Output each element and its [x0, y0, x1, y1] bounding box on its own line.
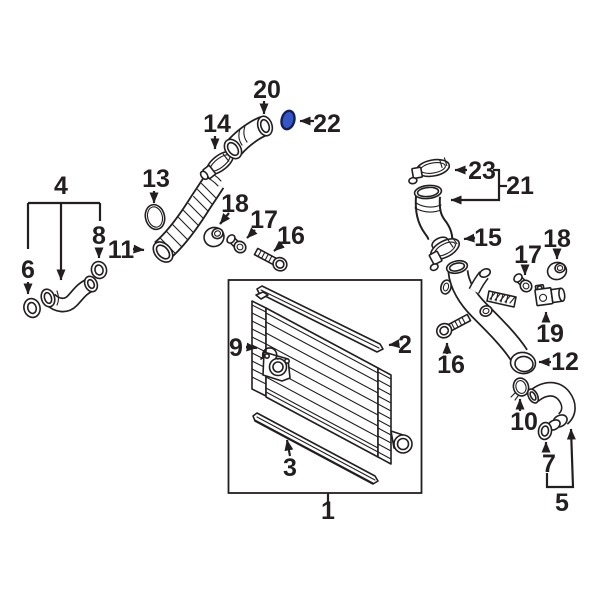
callout-16R[interactable]: 16: [437, 342, 465, 379]
callout-label-18R[interactable]: 18: [543, 225, 571, 253]
bolt-16-left: [253, 247, 288, 272]
callout-19[interactable]: 19: [536, 311, 564, 348]
callout-6[interactable]: 6: [21, 256, 35, 295]
callout-label-1[interactable]: 1: [321, 497, 335, 525]
callout-2-leader: [388, 339, 400, 349]
upper-trim-strip: [256, 285, 384, 353]
callout-16L[interactable]: 16: [273, 222, 305, 252]
callout-5-leader: [545, 428, 576, 489]
callout-label-3[interactable]: 3: [283, 454, 297, 482]
callout-16L-leader: [273, 240, 285, 252]
callout-label-12[interactable]: 12: [551, 348, 579, 376]
o-ring-6: [23, 297, 41, 319]
callout-label-14[interactable]: 14: [203, 110, 231, 138]
callout-17R[interactable]: 17: [514, 241, 542, 276]
corrugated-air-hose: [152, 170, 225, 263]
callout-7[interactable]: 7: [541, 441, 556, 478]
retaining-clip: [260, 347, 279, 360]
callout-4[interactable]: 4: [26, 172, 102, 281]
callout-3[interactable]: 3: [283, 439, 297, 482]
callout-label-20[interactable]: 20: [253, 76, 281, 104]
callout-10[interactable]: 10: [510, 398, 538, 436]
sensor-19: [534, 284, 566, 307]
callout-label-17L[interactable]: 17: [250, 206, 278, 234]
gasket-ring: [144, 203, 166, 231]
callout-label-22[interactable]: 22: [313, 110, 341, 138]
callout-17L-leader: [246, 227, 258, 239]
callout-12[interactable]: 12: [538, 348, 579, 376]
elbow-pipe-20: [223, 115, 274, 160]
callout-2[interactable]: 2: [388, 331, 412, 359]
callout-17L[interactable]: 17: [246, 206, 278, 239]
callout-3-leader: [284, 439, 294, 457]
hose-5: [526, 381, 576, 431]
callout-label-5[interactable]: 5: [555, 489, 569, 517]
bolt-16-right: [435, 313, 472, 339]
callout-11-leader: [132, 244, 145, 254]
callout-label-13[interactable]: 13: [142, 165, 170, 193]
callout-label-15[interactable]: 15: [474, 224, 502, 252]
callout-8[interactable]: 8: [92, 222, 106, 259]
callout-label-2[interactable]: 2: [398, 331, 412, 359]
charge-air-pipe-12: [440, 259, 537, 375]
hose-clamp-14: [199, 149, 235, 181]
callout-20[interactable]: 20: [253, 76, 281, 115]
highlighted-seal-22[interactable]: [280, 109, 297, 131]
callout-18R[interactable]: 18: [543, 225, 571, 260]
callout-15[interactable]: 15: [463, 224, 502, 252]
callout-label-18L[interactable]: 18: [221, 190, 249, 218]
callout-1[interactable]: 1: [321, 493, 335, 525]
callout-14[interactable]: 14: [203, 110, 231, 150]
coolant-hose: [40, 275, 99, 313]
bushing-18-left: [203, 226, 225, 248]
callout-13[interactable]: 13: [142, 165, 170, 204]
callout-5[interactable]: 5: [545, 428, 576, 517]
callout-22[interactable]: 22: [299, 110, 341, 138]
callout-18L[interactable]: 18: [219, 190, 249, 225]
callout-label-9[interactable]: 9: [229, 334, 243, 362]
lower-trim-strip: [252, 412, 379, 485]
callout-label-4[interactable]: 4: [54, 172, 68, 200]
callout-15-leader: [463, 233, 476, 243]
callout-label-8[interactable]: 8: [92, 222, 106, 250]
callout-label-17R[interactable]: 17: [514, 241, 542, 269]
hose-clamp-23: [408, 157, 451, 185]
callout-label-11[interactable]: 11: [108, 236, 135, 264]
callout-label-19[interactable]: 19: [536, 320, 564, 348]
callout-21[interactable]: 21: [450, 168, 534, 205]
callout-9-leader: [245, 342, 258, 352]
callout-label-23[interactable]: 23: [468, 157, 496, 185]
o-ring-8: [90, 260, 108, 280]
callout-21-leader: [450, 168, 501, 205]
callout-label-7[interactable]: 7: [542, 450, 556, 478]
callout-label-10[interactable]: 10: [510, 408, 538, 436]
bushing-18-right: [546, 261, 568, 281]
callout-11[interactable]: 11: [108, 236, 145, 264]
callout-label-6[interactable]: 6: [21, 256, 35, 284]
fitting-17-left: [226, 234, 247, 254]
hose-clamp-15: [428, 236, 460, 272]
callout-23[interactable]: 23: [454, 157, 496, 185]
fitting-17-right: [513, 273, 533, 293]
intercooler-core: [251, 291, 413, 465]
callout-9[interactable]: 9: [229, 334, 258, 362]
callout-label-21[interactable]: 21: [506, 172, 534, 200]
callout-label-16R[interactable]: 16: [437, 351, 465, 379]
o-ring-7: [537, 421, 553, 441]
callout-18L-leader: [219, 212, 231, 225]
callout-label-16L[interactable]: 16: [277, 222, 305, 250]
